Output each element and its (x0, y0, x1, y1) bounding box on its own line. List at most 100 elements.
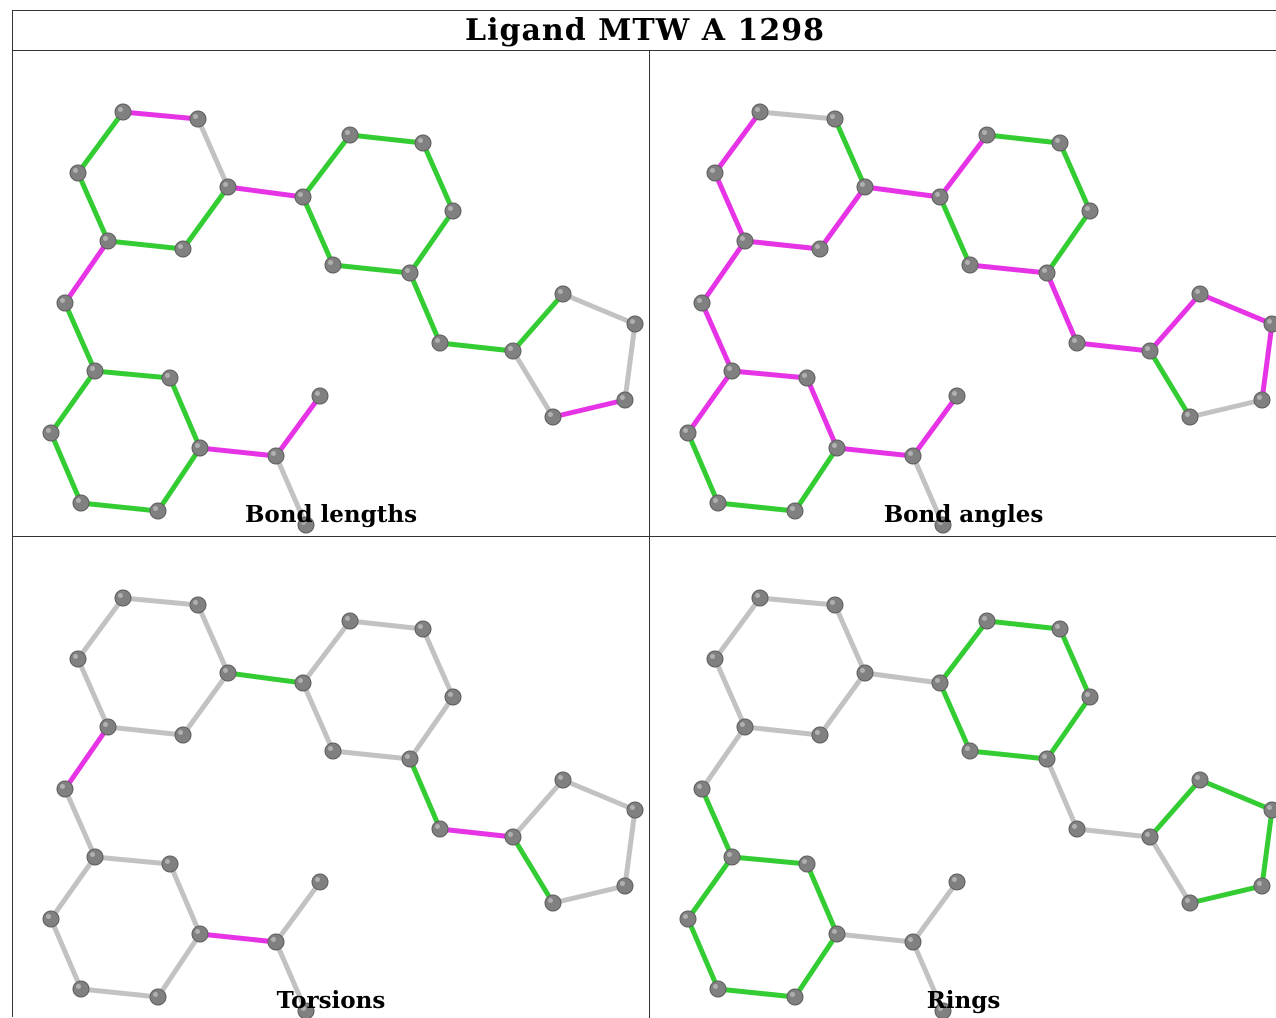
bond-29 (273, 393, 323, 459)
bond-21 (62, 786, 98, 860)
bond-26 (715, 500, 798, 514)
bond-24 (167, 375, 203, 451)
bond-27 (792, 445, 840, 514)
atom-19 (86, 362, 104, 380)
atom-highlight-3 (860, 182, 865, 187)
atom-14 (504, 828, 522, 846)
bond-2 (75, 595, 126, 662)
atom-highlight-22 (832, 929, 837, 934)
atom-highlight-9 (815, 244, 820, 249)
atom-highlight-5 (345, 130, 350, 135)
bond-0 (120, 595, 201, 608)
panel-bond-angles: Bond angles (650, 51, 1276, 537)
atom-1 (826, 110, 844, 128)
atom-highlight-2 (710, 654, 715, 659)
atom-10 (324, 742, 342, 760)
atom-highlight-15 (558, 289, 563, 294)
bond-18 (1187, 883, 1265, 906)
atom-highlight-13 (1072, 338, 1077, 343)
atom-highlight-18 (548, 412, 553, 417)
atom-13 (431, 820, 449, 838)
atom-highlight-27 (301, 520, 306, 525)
atom-highlight-19 (90, 366, 95, 371)
bond-26 (78, 986, 161, 1000)
atom-highlight-27 (301, 1006, 306, 1011)
atom-highlight-11 (1042, 754, 1047, 759)
bond-9 (420, 140, 456, 214)
atom-highlight-10 (965, 746, 970, 751)
atom-19 (86, 848, 104, 866)
atom-highlight-14 (508, 832, 513, 837)
bond-7 (937, 618, 990, 686)
atom-24 (267, 933, 285, 951)
atom-highlight-15 (1195, 775, 1200, 780)
atom-19 (723, 362, 741, 380)
bond-11 (967, 262, 1050, 276)
atom-highlight-12 (60, 298, 65, 303)
atom-highlight-7 (1085, 206, 1090, 211)
panel-caption: Bond angles (883, 501, 1044, 528)
atom-highlight-1 (193, 114, 198, 119)
atom-highlight-21 (46, 914, 51, 919)
atom-7 (1081, 202, 1099, 220)
atom-18 (544, 894, 562, 912)
bond-25 (685, 430, 721, 506)
atom-14 (1141, 342, 1159, 360)
atom-highlight-27 (938, 520, 943, 525)
bond-30 (273, 939, 309, 1014)
bond-3 (712, 656, 748, 730)
bond-10 (407, 694, 456, 762)
bond-17 (1259, 321, 1275, 403)
atom-highlight-19 (727, 852, 732, 857)
molecule-diagram-bond-lengths (42, 103, 644, 534)
bond-9 (1057, 140, 1093, 214)
atom-highlight-5 (345, 616, 350, 621)
atom-highlight-0 (755, 593, 760, 598)
bond-22 (729, 368, 810, 381)
bond-18 (1187, 397, 1265, 420)
bond-5 (742, 724, 823, 738)
bond-15 (1147, 777, 1203, 840)
atom-4 (931, 674, 949, 692)
atom-21 (679, 424, 697, 442)
atom-9 (174, 726, 192, 744)
atom-highlight-6 (1055, 138, 1060, 143)
bond-1 (195, 116, 231, 190)
bond-14 (437, 826, 516, 840)
bond-9 (420, 626, 456, 700)
bond-25 (48, 916, 84, 992)
bond-0 (757, 109, 838, 122)
bond-21 (699, 786, 735, 860)
atom-highlight-11 (1042, 268, 1047, 273)
atom-highlight-12 (697, 784, 702, 789)
atom-highlight-7 (1085, 692, 1090, 697)
bond-15 (1147, 291, 1203, 354)
bond-19 (1147, 348, 1193, 420)
atom-3 (856, 664, 874, 682)
bond-17 (622, 321, 638, 403)
atom-highlight-2 (73, 168, 78, 173)
atom-highlight-6 (1055, 624, 1060, 629)
atom-highlight-19 (90, 852, 95, 857)
atom-13 (1068, 820, 1086, 838)
atom-highlight-25 (76, 498, 81, 503)
atom-highlight-8 (103, 236, 108, 241)
atom-7 (444, 688, 462, 706)
atom-6 (414, 620, 432, 638)
atom-23 (311, 873, 329, 891)
atom-highlight-5 (982, 130, 987, 135)
atom-highlight-8 (103, 722, 108, 727)
atom-12 (693, 294, 711, 312)
bond-5 (105, 238, 186, 252)
atom-highlight-1 (193, 600, 198, 605)
bond-28 (197, 931, 279, 945)
atom-highlight-4 (935, 192, 940, 197)
bond-10 (407, 208, 456, 276)
atom-highlight-26 (790, 506, 795, 511)
atom-18 (544, 408, 562, 426)
bond-6 (862, 184, 943, 200)
atom-highlight-2 (73, 654, 78, 659)
atom-3 (219, 664, 237, 682)
bond-16 (1197, 291, 1275, 327)
atom-highlight-13 (435, 824, 440, 829)
